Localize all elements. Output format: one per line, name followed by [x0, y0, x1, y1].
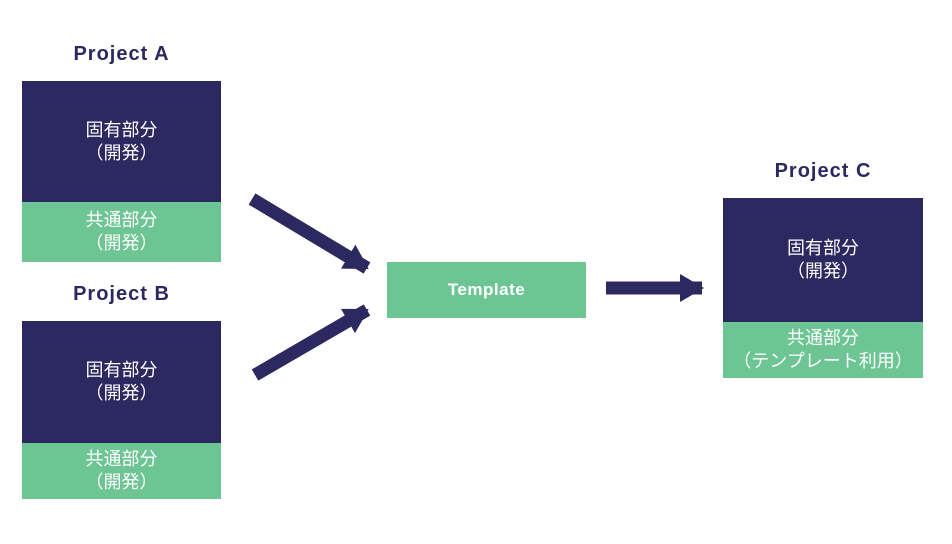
- project-c-common-line2: （テンプレート利用）: [733, 351, 913, 371]
- project-b-unique-section: 固有部分 （開発）: [22, 321, 221, 443]
- project-b-common-line2: （開発）: [85, 472, 158, 492]
- project-a-common-line1: 共通部分: [85, 210, 158, 230]
- project-a-unique-line1: 固有部分: [85, 119, 158, 140]
- project-b-unique-line1: 固有部分: [85, 360, 158, 380]
- project-a-common-section: 共通部分 （開発）: [22, 202, 221, 262]
- arrow-project-a-to-template-icon: [248, 193, 371, 274]
- project-a-common-line2: （開発）: [85, 233, 158, 253]
- project-a-title: Project A: [73, 43, 170, 65]
- project-a-box: 固有部分 （開発） 共通部分 （開発）: [22, 81, 221, 262]
- project-c-unique-section: 固有部分 （開発）: [723, 198, 923, 322]
- arrow-project-b-to-template-icon: [251, 304, 371, 381]
- project-b-common-section: 共通部分 （開発）: [22, 443, 221, 499]
- project-b-box: 固有部分 （開発） 共通部分 （開発）: [22, 321, 221, 499]
- project-b-unique-line2: （開発）: [85, 383, 158, 403]
- project-a-unique-section: 固有部分 （開発）: [22, 81, 221, 202]
- project-c-title: Project C: [774, 160, 872, 182]
- template-box: Template: [387, 262, 586, 318]
- project-c-common-section: 共通部分 （テンプレート利用）: [723, 322, 923, 378]
- project-c-common-line1: 共通部分: [787, 328, 859, 348]
- project-b-common-line1: 共通部分: [85, 449, 158, 469]
- project-c-unique-line2: （開発）: [787, 261, 859, 281]
- project-b-title: Project B: [73, 283, 170, 305]
- project-a-unique-line2: （開発）: [85, 142, 158, 163]
- project-c-unique-line1: 固有部分: [787, 238, 859, 258]
- template-label: Template: [447, 280, 526, 299]
- project-c-box: 固有部分 （開発） 共通部分 （テンプレート利用）: [723, 198, 923, 378]
